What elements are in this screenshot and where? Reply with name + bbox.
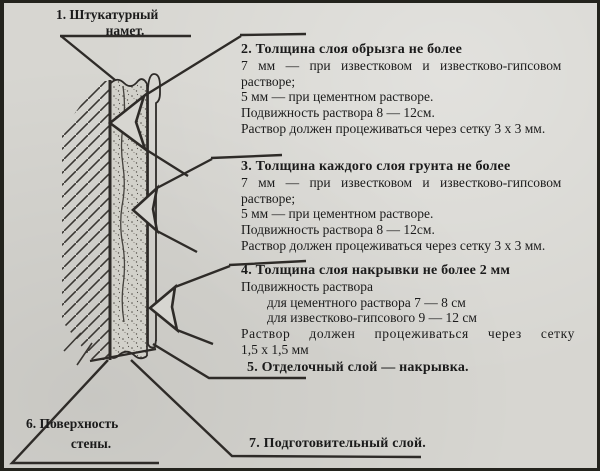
wall-bottom-line [89,347,157,363]
callout-6-line1: 6. Поверхность [26,416,119,431]
diagram-linework [9,32,422,465]
callout-arrow-3 [131,153,283,254]
callout-3-line: 7 мм — при известковом и известково-гипс… [241,174,562,190]
callout-1-label: 1. Штукатурный намет. [56,7,194,39]
callout-4-heading: 4. Толщина слоя накрывки не более 2 мм [241,263,511,278]
callout-2-line: Раствор должен процеживаться через сетку… [241,120,546,136]
arrow-icon [147,283,180,334]
callout-4-line: Раствор должен процеживаться через сетку [241,326,575,342]
callout-4-line: Подвижность раствора [241,278,374,294]
callout-3-line: растворе; [241,190,296,206]
callout-2-heading: 2. Толщина слоя обрызга не более [241,42,463,57]
callout-1-line2: намет. [105,22,145,38]
arrow-icon [107,92,148,153]
callout-3-line: 5 мм — при цементном растворе. [241,206,434,222]
callout-arrow-2 [107,32,307,178]
callout-4-line: 1,5 х 1,5 мм [241,341,309,357]
arrow-icon [131,184,160,235]
leader-line-6 [9,359,159,465]
callout-7-label: 7. Подготовительный слой. [249,436,426,451]
callout-3-line: Подвижность раствора 8 — 12см. [241,222,435,238]
leader-line-5 [152,342,306,380]
callout-2-line: растворе; [241,73,296,89]
callout-3-line: Раствор должен процеживаться через сетку… [241,237,546,253]
callout-4-block: 4. Толщина слоя накрывки не более 2 мм П… [241,263,597,358]
callout-6-label: 6. Поверхность стены. [26,414,156,454]
callout-4-line: для цементного раствора 7 — 8 см [267,294,466,310]
callout-2-block: 2. Толщина слоя обрызга не более 7 мм — … [241,42,597,137]
wall-hatch-region [62,81,110,366]
callout-3-heading: 3. Толщина каждого слоя грунта не более [241,159,511,174]
callout-2-line: 5 мм — при цементном растворе. [241,89,434,105]
leader-line-1 [60,34,191,81]
callout-2-line: Подвижность раствора 8 — 12см. [241,105,435,121]
callout-5-label: 5. Отделочный слой — накрывка. [247,360,469,375]
leader-line-7 [130,359,422,459]
callout-3-block: 3. Толщина каждого слоя грунта не более … [241,159,597,254]
callout-1-line1: 1. Штукатурный [56,7,159,22]
callout-2-line: 7 мм — при известковом и известково-гипс… [241,57,562,73]
callout-4-line: для известково-гипсового 9 — 12 см [267,310,477,326]
callout-6-line2: стены. [70,436,112,451]
callout-arrow-4 [147,259,307,346]
